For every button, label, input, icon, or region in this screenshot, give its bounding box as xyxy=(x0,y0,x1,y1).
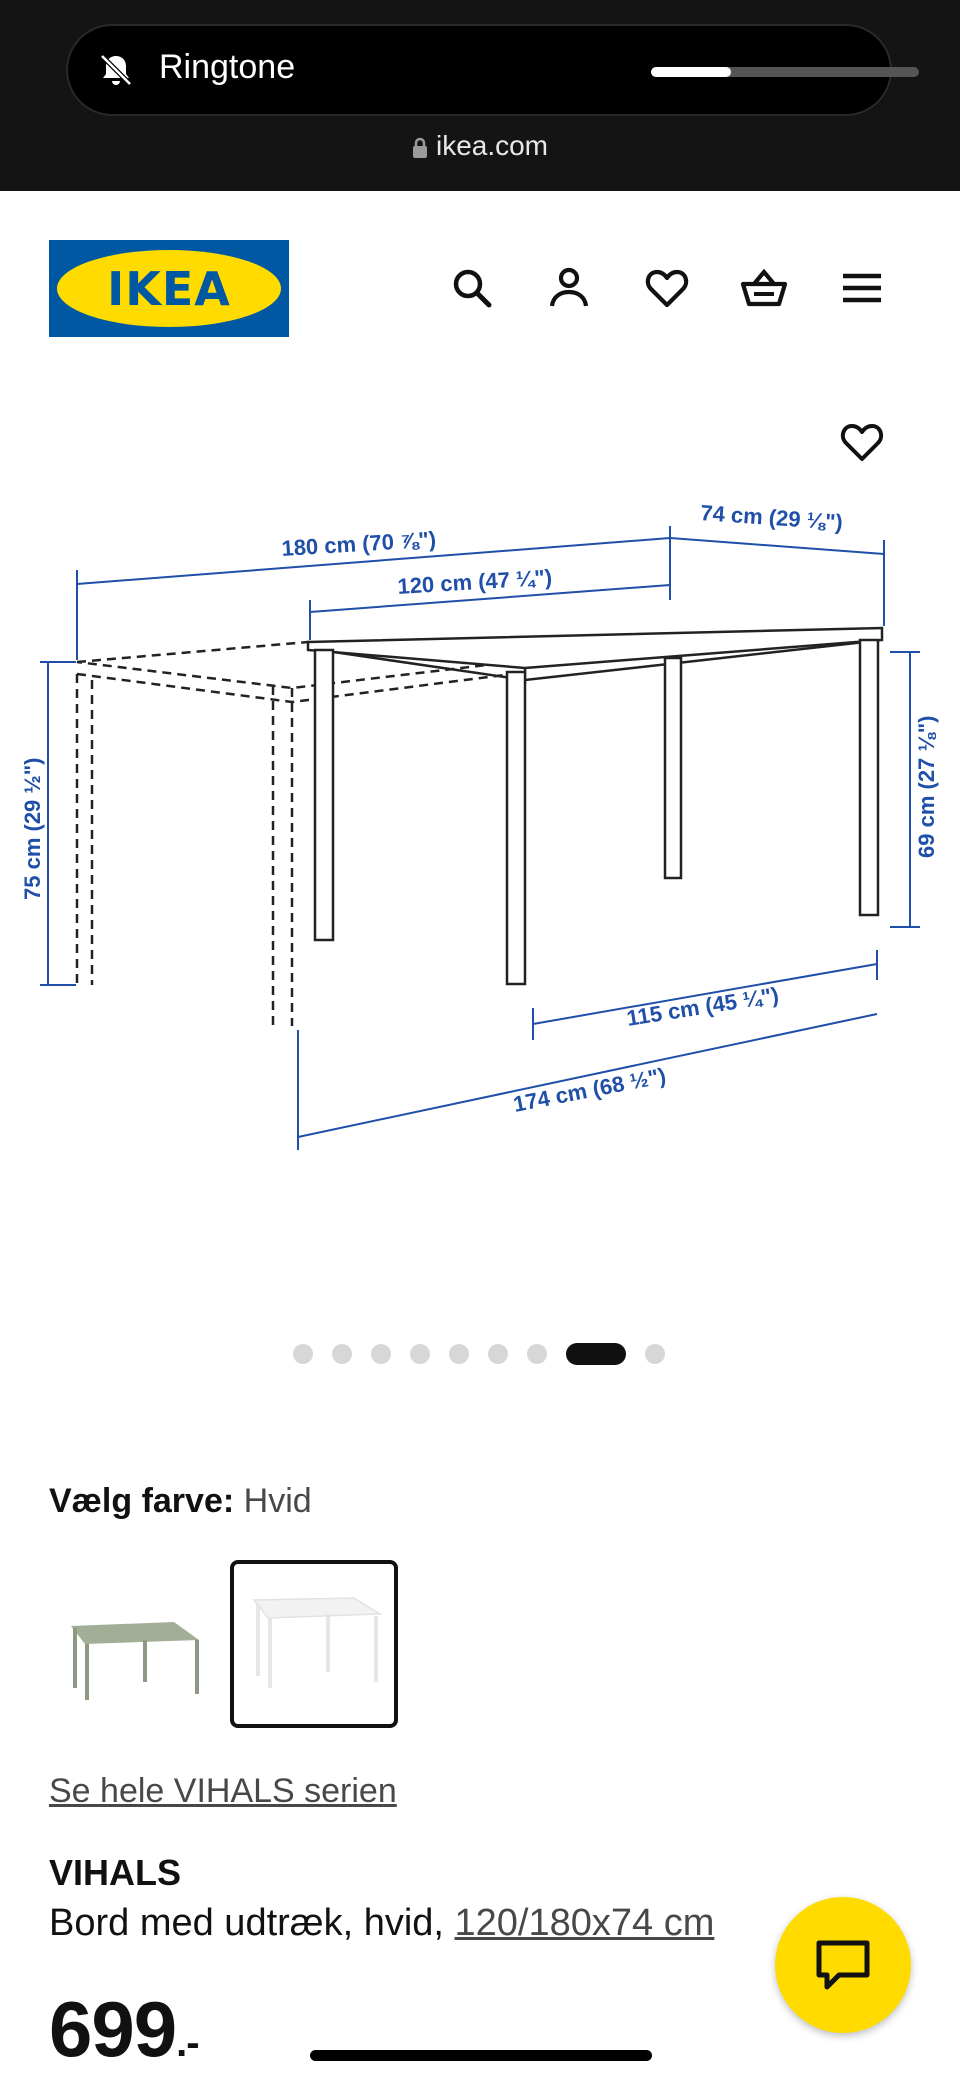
url-bar[interactable]: ikea.com xyxy=(0,130,960,162)
white-table-thumbnail xyxy=(252,1597,383,1688)
chat-button[interactable] xyxy=(775,1897,911,2033)
series-link[interactable]: Se hele VIHALS serien xyxy=(49,1772,397,1810)
dim-table-length: 120 cm (47 ¼") xyxy=(397,565,553,599)
product-name: VIHALS xyxy=(49,1852,182,1893)
volume-fill xyxy=(651,67,732,77)
color-swatch-white[interactable] xyxy=(230,1560,398,1728)
bell-muted-icon xyxy=(100,54,132,86)
green-table-thumbnail xyxy=(71,1622,199,1700)
menu-icon[interactable] xyxy=(838,264,886,312)
carousel-dot[interactable] xyxy=(332,1344,352,1364)
basket-icon[interactable] xyxy=(740,264,788,312)
price-suffix: .- xyxy=(176,2021,199,2065)
dim-leg-clearance: 69 cm (27 ⅛") xyxy=(914,715,939,858)
account-icon[interactable] xyxy=(545,264,593,312)
carousel-dot[interactable] xyxy=(371,1344,391,1364)
logo-oval xyxy=(57,250,281,327)
product-dimension-image[interactable]: 180 cm (70 ⅞") 120 cm (47 ¼") 74 cm (29 … xyxy=(0,490,960,1170)
product-price: 699.- xyxy=(49,1984,200,2075)
dim-total-length: 180 cm (70 ⅞") xyxy=(281,527,437,561)
chat-bubble-icon xyxy=(816,1940,870,1990)
color-swatch-green[interactable] xyxy=(49,1560,217,1728)
favorites-icon[interactable] xyxy=(643,264,691,312)
price-value: 699 xyxy=(49,1985,177,2073)
volume-slider[interactable] xyxy=(651,67,919,77)
save-to-favorites-icon[interactable] xyxy=(838,418,886,466)
url-text: ikea.com xyxy=(435,130,549,161)
color-label: Vælg farve: xyxy=(49,1482,235,1520)
logo-text: IKEA xyxy=(107,262,231,316)
carousel-dot[interactable] xyxy=(488,1344,508,1364)
carousel-dot[interactable] xyxy=(645,1344,665,1364)
carousel-dot[interactable] xyxy=(449,1344,469,1364)
ringer-label: Ringtone xyxy=(159,48,296,86)
browser-top-bar: Ringtone ikea.com xyxy=(0,0,960,191)
product-description-text: Bord med udtræk, hvid, xyxy=(49,1902,444,1944)
home-indicator[interactable] xyxy=(310,2050,652,2061)
carousel-dot[interactable] xyxy=(293,1344,313,1364)
dim-height: 75 cm (29 ½") xyxy=(20,757,45,900)
carousel-dot-active[interactable] xyxy=(566,1343,626,1365)
carousel-dot[interactable] xyxy=(527,1344,547,1364)
color-value: Hvid xyxy=(243,1482,312,1520)
dim-inner-length: 115 cm (45 ¼") xyxy=(625,982,781,1031)
ringer-pill: Ringtone xyxy=(66,24,919,116)
product-size-link[interactable]: 120/180x74 cm xyxy=(454,1902,715,1944)
carousel-dot[interactable] xyxy=(410,1344,430,1364)
search-icon[interactable] xyxy=(448,264,496,312)
lock-icon xyxy=(412,137,427,158)
product-description: Bord med udtræk, hvid, 120/180x74 cm xyxy=(49,1902,714,1945)
color-select-label: Vælg farve: Hvid xyxy=(49,1482,312,1521)
dim-inner-extended: 174 cm (68 ½") xyxy=(511,1063,668,1117)
ikea-logo[interactable]: IKEA xyxy=(49,240,289,337)
dim-depth: 74 cm (29 ⅛") xyxy=(700,500,844,535)
